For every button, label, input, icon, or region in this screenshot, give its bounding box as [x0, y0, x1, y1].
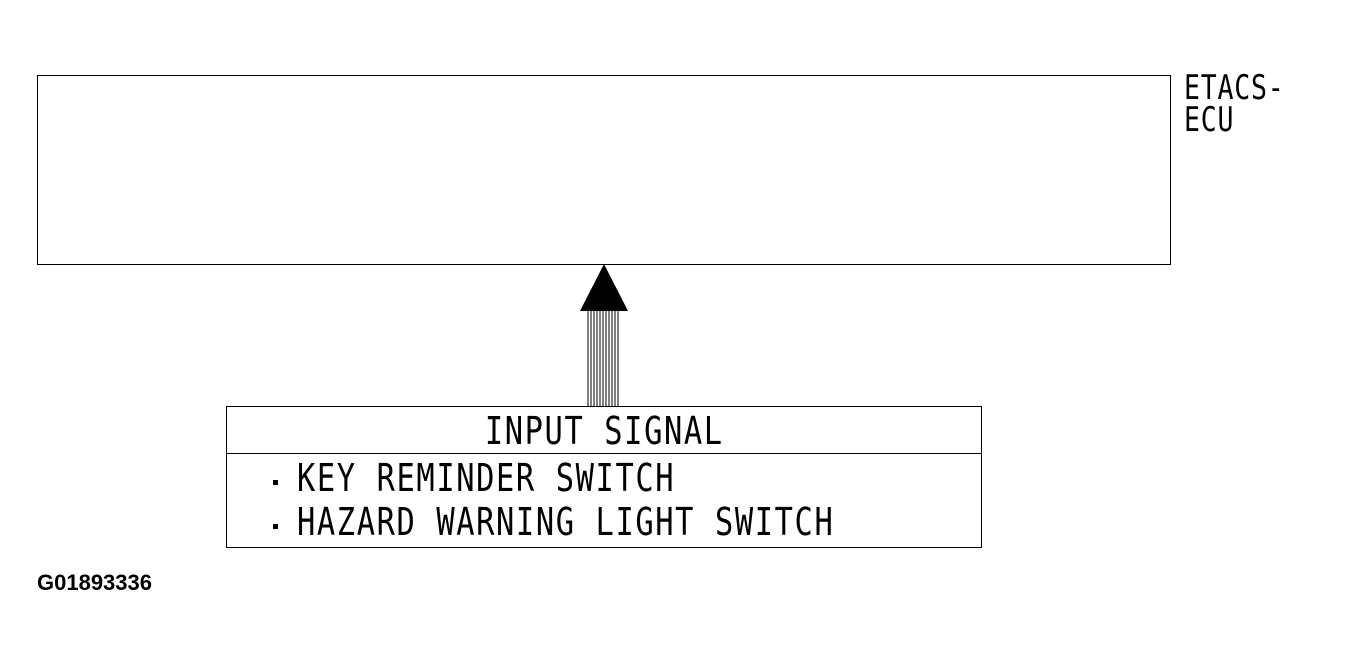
bullet-icon — [273, 524, 278, 529]
signal-arrow — [580, 264, 628, 407]
signal-item-label: HAZARD WARNING LIGHT SWITCH — [297, 500, 835, 544]
ecu-label-line2: ECU — [1184, 100, 1235, 140]
figure-id: G01893336 — [37, 570, 152, 595]
bullet-icon — [273, 480, 278, 485]
list-item: HAZARD WARNING LIGHT SWITCH — [227, 498, 981, 544]
input-signal-title: INPUT SIGNAL — [484, 409, 724, 453]
ecu-label-line1: ETACS- — [1184, 68, 1285, 108]
arrow-shaft — [587, 311, 619, 407]
input-signal-list: KEY REMINDER SWITCH HAZARD WARNING LIGHT… — [227, 454, 981, 544]
signal-item-label: KEY REMINDER SWITCH — [297, 456, 676, 500]
list-item: KEY REMINDER SWITCH — [227, 454, 981, 500]
input-signal-box: INPUT SIGNAL KEY REMINDER SWITCH HAZARD … — [226, 406, 982, 548]
etacs-ecu-box — [37, 75, 1171, 265]
arrow-head — [580, 264, 628, 311]
ecu-label: ETACS- ECU — [1184, 68, 1285, 140]
input-signal-header: INPUT SIGNAL — [227, 407, 981, 454]
